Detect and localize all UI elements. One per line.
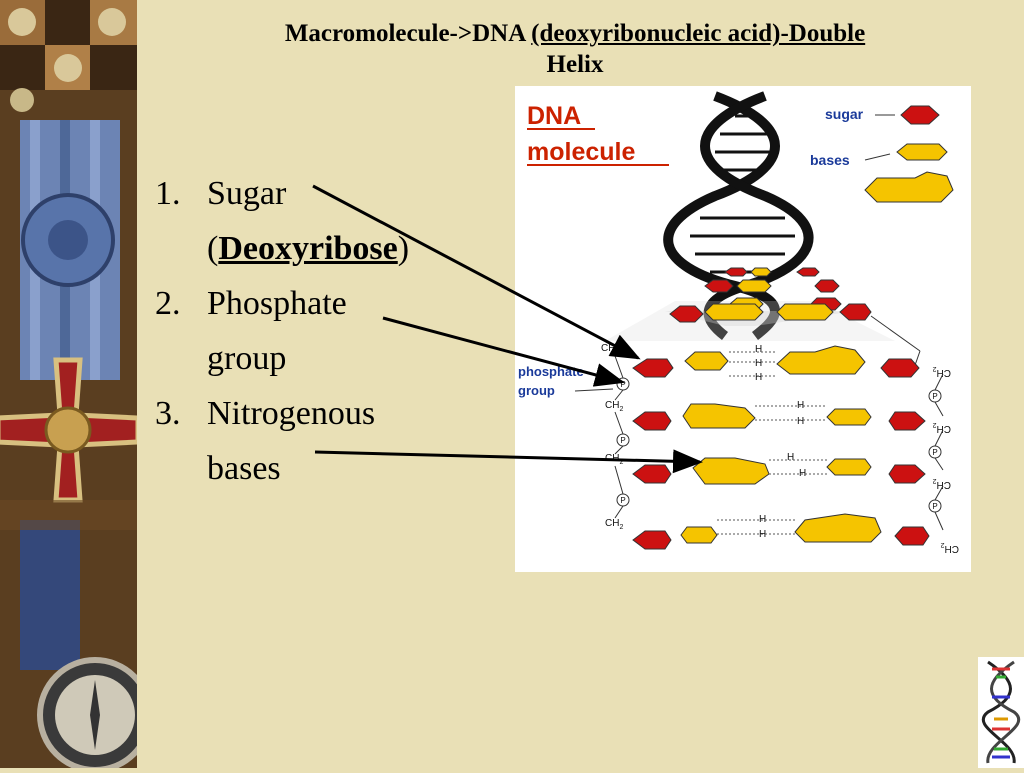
list-item-bases: 3. Nitrogenous bases (155, 386, 495, 496)
dna-molecule-figure: DNA molecule sugar bases (515, 86, 971, 572)
legend-base-icon-large (864, 171, 954, 203)
legend-sugar-label: sugar (825, 106, 864, 122)
phosphate-letter: P (620, 380, 625, 389)
phosphate-letter: P (620, 496, 625, 505)
phosphate-letter: P (932, 448, 937, 457)
ch2-label: CH2 (601, 343, 619, 356)
deoxyribose-label: Deoxyribose (218, 230, 398, 267)
ch2-label: CH2 (933, 477, 951, 490)
figure-title-dna: DNA (527, 102, 581, 130)
list-item-text: Phosphate (207, 285, 347, 322)
phosphate-letter: P (932, 392, 937, 401)
list-item-text-line2: group (207, 340, 287, 377)
hydrogen-label: H (755, 344, 762, 355)
title-part-1: Macromolecule->DNA (284, 20, 532, 47)
phosphate-group-label-line2: group (518, 383, 555, 398)
legend-sugar-icon (900, 105, 940, 125)
list-number: 1. (155, 175, 181, 212)
dna-helix-icon (978, 657, 1024, 768)
paren-close: ) (397, 230, 410, 267)
ch2-label: CH2 (605, 518, 623, 531)
ch2-label: CH2 (933, 365, 951, 378)
hydrogen-label: H (797, 416, 804, 427)
list-item-sugar: 1. Sugar (Deoxyribose) (155, 166, 495, 276)
list-item-phosphate: 2. Phosphate group (155, 276, 495, 386)
hydrogen-label: H (755, 358, 762, 369)
title-part-3: Helix (546, 51, 604, 78)
ch2-label: CH2 (941, 541, 959, 554)
phosphate-letter: P (620, 436, 625, 445)
legend-bases-label: bases (810, 152, 850, 168)
phosphate-letter: P (932, 502, 937, 511)
ch2-label: CH2 (605, 400, 623, 413)
list-number: 2. (155, 285, 181, 322)
paren-open: ( (207, 230, 219, 267)
list-number: 3. (155, 395, 181, 432)
title-part-2: (deoxyribonucleic acid)-Double (531, 20, 866, 47)
list-item-text: Nitrogenous (207, 395, 376, 432)
decorative-sidebar-image (0, 0, 137, 768)
list-item-text-line2: bases (207, 450, 281, 487)
figure-title-molecule: molecule (527, 138, 635, 166)
ch2-label: CH2 (933, 421, 951, 434)
hydrogen-label: H (787, 452, 794, 463)
component-list: 1. Sugar (Deoxyribose) 2. Phosphate grou… (155, 166, 495, 496)
hydrogen-label: H (755, 372, 762, 383)
legend-base-icon-small (896, 143, 948, 161)
ch2-label: CH2 (605, 453, 623, 466)
list-item-text: Sugar (207, 175, 287, 212)
slide-title: Macromolecule->DNA (deoxyribonucleic aci… (150, 18, 1000, 80)
phosphate-group-label-line1: phosphate (518, 364, 584, 379)
double-helix-icon (663, 91, 814, 340)
